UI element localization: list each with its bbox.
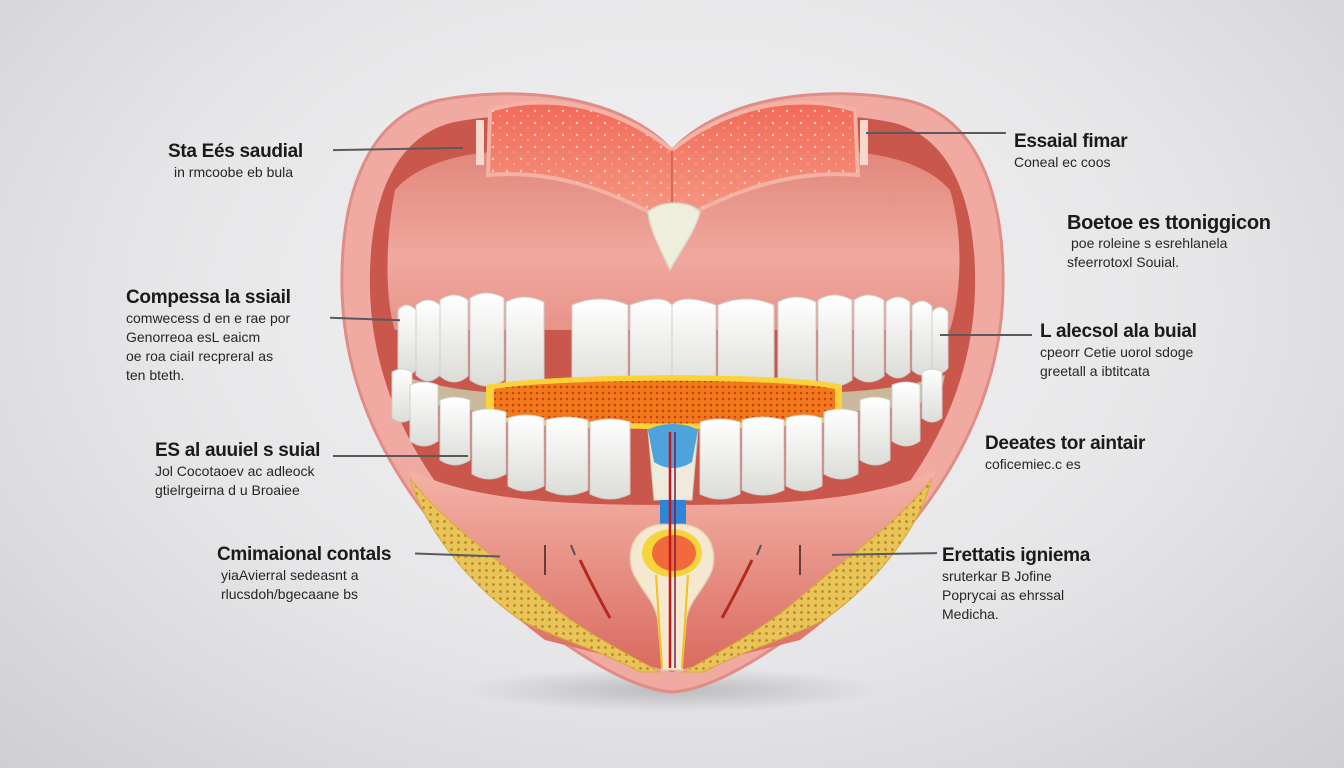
- leader-line-right-1: [866, 132, 1006, 134]
- callout-right-3: L alecsol ala buial cpeorr Cetie uorol s…: [1040, 321, 1197, 381]
- callout-desc-line: Coneal ec coos: [1014, 154, 1111, 170]
- callout-right-5: Erettatis igniema sruterkar B Jofine Pop…: [942, 545, 1090, 624]
- callout-desc-line: poe roleine s esrehlanela: [1071, 235, 1228, 251]
- lower-teeth: [391, 368, 943, 500]
- callout-desc-line: coficemiec.c es: [985, 456, 1081, 472]
- callout-title: Compessa la ssiail: [126, 287, 291, 308]
- callout-desc-line: Poprycai as ehrssal: [942, 587, 1065, 603]
- callout-desc-line: greetall a ibtitcata: [1040, 363, 1150, 379]
- callout-desc-line: sruterkar B Jofine: [942, 568, 1052, 584]
- callout-title: Cmimaional contals: [217, 544, 392, 565]
- callout-title: Deeates tor aintair: [985, 433, 1146, 454]
- callout-left-3: ES al auuiel s suial Jol Cocotaoev ac ad…: [155, 440, 320, 500]
- callout-right-2: Boetoe es ttoniggicon poe roleine s esre…: [1067, 212, 1271, 272]
- callout-title: ES al auuiel s suial: [155, 440, 321, 461]
- callout-desc-line: yiaAvierral sedeasnt a: [221, 567, 359, 583]
- callout-title: L alecsol ala buial: [1040, 321, 1197, 342]
- callout-desc-line: gtielrgeirna d u Broaiee: [155, 482, 300, 498]
- callout-title: Boetoe es ttoniggicon: [1067, 212, 1271, 234]
- callout-right-1: Essaial fimar Coneal ec coos: [1014, 131, 1128, 172]
- callout-desc-line: Medicha.: [942, 606, 999, 622]
- callout-title: Essaial fimar: [1014, 131, 1128, 152]
- callout-desc-line: Jol Cocotaoev ac adleock: [155, 463, 315, 479]
- callout-left-2: Compessa la ssiail comwecess d en e rae …: [126, 287, 291, 385]
- leader-line-left-3: [333, 455, 468, 457]
- callout-desc-line: sfeerrotoxl Souial.: [1067, 254, 1180, 270]
- upper-teeth: [397, 292, 949, 395]
- callout-right-4: Deeates tor aintair coficemiec.c es: [985, 433, 1145, 474]
- callout-desc-line: Genorreoa esL eaicm: [126, 329, 261, 345]
- callout-desc-line: oe roa ciaiI recpreraI as: [126, 348, 274, 364]
- callout-title: Sta Eés saudial: [168, 141, 303, 162]
- callout-desc-line: in rmcoobe eb bula: [174, 164, 294, 180]
- callout-desc-line: cpeorr Cetie uorol sdoge: [1040, 344, 1194, 360]
- callout-desc-line: rlucsdoh/bgecaane bs: [221, 586, 358, 602]
- callout-left-4: Cmimaional contals yiaAvierral sedeasnt …: [217, 544, 391, 604]
- callout-desc-line: ten bteth.: [126, 367, 185, 383]
- leader-line-right-2: [940, 334, 1032, 336]
- callout-title: Erettatis igniema: [942, 545, 1091, 566]
- callout-desc-line: comwecess d en e rae por: [126, 310, 291, 326]
- callout-left-1: Sta Eés saudial in rmcoobe eb bula: [168, 141, 303, 182]
